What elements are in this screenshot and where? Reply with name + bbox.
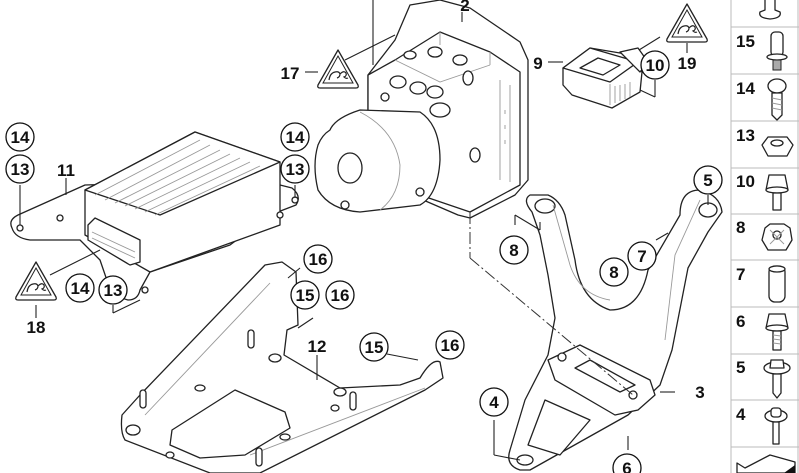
svg-text:7: 7 xyxy=(637,247,646,266)
bracket[interactable] xyxy=(508,189,723,471)
warning-triangle-icon xyxy=(15,261,57,301)
svg-text:6: 6 xyxy=(622,459,631,473)
sidebar-item-6[interactable]: 6 xyxy=(731,312,799,355)
bolt-top-icon xyxy=(759,0,781,20)
callout-9[interactable]: 9 xyxy=(533,54,542,73)
svg-text:14: 14 xyxy=(11,128,30,147)
callout-11[interactable]: 11 xyxy=(57,161,75,180)
sidebar-item-5[interactable]: 5 xyxy=(731,358,799,401)
svg-text:15: 15 xyxy=(365,338,384,357)
callout-13-bottom[interactable]: 13 xyxy=(98,275,128,305)
callout-5-top[interactable]: 5 xyxy=(693,165,723,195)
callout-8-left[interactable]: 8 xyxy=(499,235,529,265)
sidebar-item-8[interactable]: 8 xyxy=(731,218,799,261)
warning-triangle-icon xyxy=(666,3,708,43)
callout-15-a[interactable]: 15 xyxy=(290,280,320,310)
callout-16-a[interactable]: 16 xyxy=(303,244,333,274)
callout-4[interactable]: 4 xyxy=(479,387,509,417)
control-unit[interactable] xyxy=(10,131,299,301)
sidebar-item-15[interactable]: 15 xyxy=(731,31,799,75)
svg-text:14: 14 xyxy=(736,79,755,98)
self-tapping-screw-icon xyxy=(767,78,787,121)
callout-13-left-top[interactable]: 13 xyxy=(5,154,35,184)
svg-text:13: 13 xyxy=(11,160,30,179)
sidebar-item-14[interactable]: 14 xyxy=(731,78,799,122)
yaw-rate-sensor[interactable] xyxy=(562,47,649,109)
hydraulic-unit[interactable] xyxy=(314,0,529,219)
svg-text:8: 8 xyxy=(736,218,745,237)
svg-text:5: 5 xyxy=(736,358,745,377)
callout-17[interactable]: 17 xyxy=(281,64,300,83)
svg-text:13: 13 xyxy=(736,126,755,145)
rubber-mount-icon xyxy=(761,223,793,251)
callout-14-right-top[interactable]: 14 xyxy=(280,122,310,152)
callout-16-c[interactable]: 16 xyxy=(435,330,465,360)
sidebar-next-page[interactable] xyxy=(736,454,796,473)
hex-bolt-icon xyxy=(765,174,789,211)
svg-text:4: 4 xyxy=(736,405,746,424)
sidebar-item-7[interactable]: 7 xyxy=(731,265,799,308)
warning-triangle-icon xyxy=(317,49,359,89)
callout-8-right[interactable]: 8 xyxy=(599,257,629,287)
callout-12[interactable]: 12 xyxy=(308,337,327,356)
sidebar-item-top[interactable] xyxy=(731,0,799,28)
svg-text:16: 16 xyxy=(331,286,350,305)
sidebar-item-13[interactable]: 13 xyxy=(731,126,799,169)
sidebar-item-10[interactable]: 10 xyxy=(731,172,799,215)
washer-screw-icon xyxy=(763,359,791,399)
svg-text:13: 13 xyxy=(104,281,123,300)
collar-screw-icon xyxy=(766,31,788,71)
callout-15-b[interactable]: 15 xyxy=(359,332,389,362)
callout-18[interactable]: 18 xyxy=(27,318,46,337)
hex-nut-icon xyxy=(761,136,794,157)
svg-text:14: 14 xyxy=(71,279,90,298)
callout-2[interactable]: 2 xyxy=(460,0,469,15)
fastener-sidebar: 15 14 13 xyxy=(730,0,799,473)
callout-16-b[interactable]: 16 xyxy=(325,280,355,310)
svg-text:6: 6 xyxy=(736,312,745,331)
next-page-arrow-icon xyxy=(736,454,796,473)
svg-text:4: 4 xyxy=(489,393,499,412)
svg-text:7: 7 xyxy=(736,265,745,284)
svg-text:14: 14 xyxy=(286,128,305,147)
svg-text:13: 13 xyxy=(286,160,305,179)
svg-text:10: 10 xyxy=(736,172,755,191)
callout-19[interactable]: 19 xyxy=(678,54,697,73)
svg-text:10: 10 xyxy=(646,56,665,75)
svg-text:16: 16 xyxy=(309,250,328,269)
sleeve-icon xyxy=(768,265,786,303)
leader-lines xyxy=(19,0,709,461)
svg-text:15: 15 xyxy=(736,32,755,51)
callout-14-left-top[interactable]: 14 xyxy=(5,122,35,152)
callout-7[interactable]: 7 xyxy=(627,241,657,271)
callout-3[interactable]: 3 xyxy=(695,383,704,402)
svg-text:8: 8 xyxy=(509,241,518,260)
callout-6[interactable]: 6 xyxy=(612,453,642,473)
svg-text:8: 8 xyxy=(609,263,618,282)
callout-10[interactable]: 10 xyxy=(640,50,670,80)
svg-text:16: 16 xyxy=(441,336,460,355)
sidebar-item-4[interactable]: 4 xyxy=(731,405,799,448)
washer-bolt-icon xyxy=(764,407,788,445)
callout-14-bottom[interactable]: 14 xyxy=(65,273,95,303)
mounting-plate[interactable] xyxy=(120,261,444,473)
svg-text:5: 5 xyxy=(703,171,712,190)
svg-text:15: 15 xyxy=(296,286,315,305)
callout-13-right-top[interactable]: 13 xyxy=(280,154,310,184)
hex-bolt-icon xyxy=(765,313,789,351)
